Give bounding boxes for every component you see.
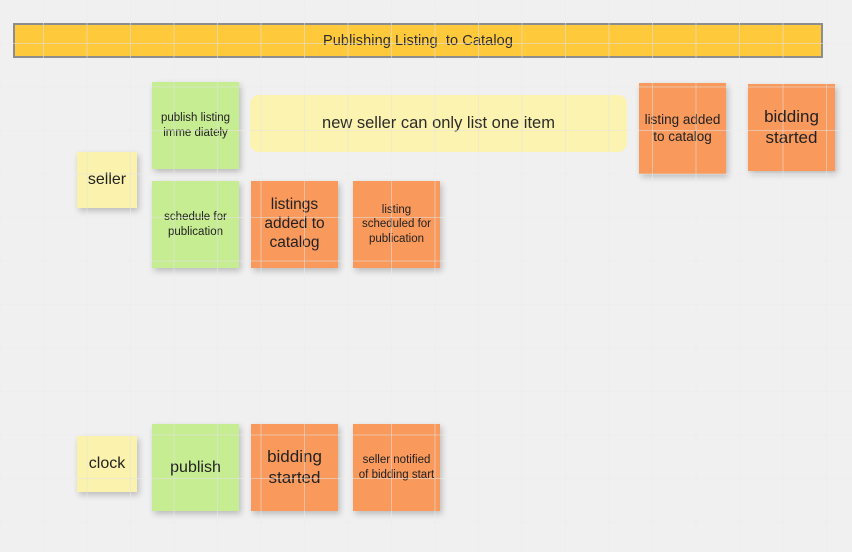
- sticky-note-label: schedule for publication: [164, 211, 227, 238]
- sticky-note-bidding-started-bottom[interactable]: bidding started: [251, 424, 338, 511]
- board-title-bar: Publishing Listing to Catalog: [13, 23, 823, 58]
- sticky-note-clock[interactable]: clock: [77, 436, 137, 492]
- sticky-note-seller-notified-of-bidding-start[interactable]: seller notified of bidding start: [353, 424, 440, 511]
- callout-label: new seller can only list one item: [322, 114, 555, 132]
- sticky-note-publish[interactable]: publish: [152, 424, 239, 511]
- callout-new-seller-rule[interactable]: new seller can only list one item: [250, 95, 627, 152]
- page-title: Publishing Listing to Catalog: [322, 32, 513, 49]
- sticky-note-label: seller notified of bidding start: [358, 454, 435, 481]
- sticky-note-label: seller: [87, 171, 127, 189]
- sticky-note-label: listing added to catalog: [644, 112, 721, 144]
- sticky-note-label: listing scheduled for publication: [361, 204, 432, 245]
- sticky-note-listings-added-to-catalog[interactable]: listings added to catalog: [251, 181, 338, 268]
- sticky-note-label: publish: [170, 458, 221, 476]
- sticky-note-label: bidding started: [764, 106, 819, 147]
- sticky-note-seller[interactable]: seller: [77, 152, 137, 208]
- sticky-note-label: bidding started: [267, 446, 322, 487]
- sticky-note-listing-scheduled-for-publication[interactable]: listing scheduled for publication: [353, 181, 440, 268]
- sticky-note-publish-listing-immediately[interactable]: publish listing imme diately: [152, 82, 239, 169]
- sticky-note-bidding-started-top[interactable]: bidding started: [748, 84, 835, 171]
- sticky-note-schedule-for-publication[interactable]: schedule for publication: [152, 181, 239, 268]
- sticky-note-label: clock: [88, 455, 126, 473]
- sticky-note-label: publish listing imme diately: [160, 112, 231, 139]
- sticky-note-listing-added-to-catalog[interactable]: listing added to catalog: [639, 83, 726, 174]
- sticky-note-label: listings added to catalog: [264, 196, 325, 251]
